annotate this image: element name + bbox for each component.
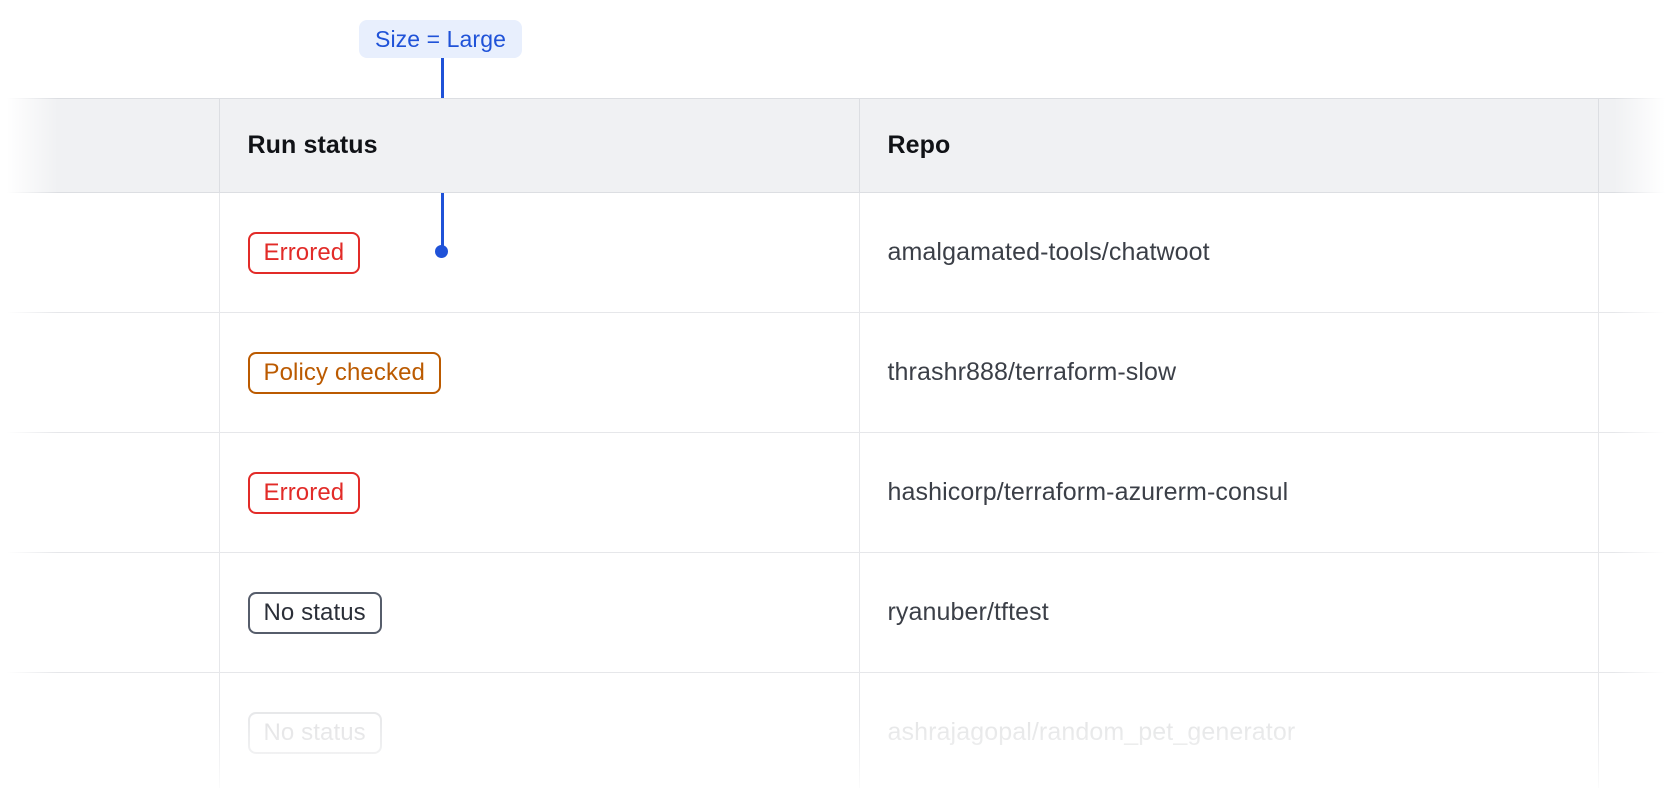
status-badge[interactable]: No status [247,711,382,754]
size-annotation-text: Size = Large [375,25,506,52]
table-header-row: Run status Repo [0,98,1672,193]
cell-trailing [1597,312,1672,433]
status-badge[interactable]: Policy checked [247,351,441,394]
row-gutter-left [0,312,55,433]
table-body: Errored amalgamated-tools/chatwoot Polic… [0,192,1672,788]
column-header-run-status[interactable]: Run status [218,98,859,193]
runs-table: Run status Repo Errored amalgamated-tool… [0,98,1672,788]
column-header-repo[interactable]: Repo [858,98,1598,193]
column-header-leading[interactable] [55,98,219,193]
table-row[interactable]: Errored amalgamated-tools/chatwoot [0,192,1672,313]
size-annotation-label: Size = Large [359,20,522,58]
status-badge[interactable]: Errored [247,231,361,274]
cell-repo: hashicorp/terraform-azurerm-consul [858,432,1598,553]
cell-repo: ashrajagopal/random_pet_generator [858,672,1598,788]
status-badge[interactable]: Errored [247,471,361,514]
cell-run-status: Policy checked [218,312,859,433]
header-gutter-left [0,98,55,193]
cell-repo: thrashr888/terraform-slow [858,312,1598,433]
cell-leading [55,432,219,553]
cell-run-status: Errored [218,192,859,313]
cell-leading [55,192,219,313]
cell-run-status: Errored [218,432,859,553]
cell-leading [55,552,219,673]
table-header: Run status Repo [0,98,1672,193]
cell-repo: ryanuber/tftest [858,552,1598,673]
cell-run-status: No status [218,552,859,673]
cell-trailing [1597,672,1672,788]
table-row[interactable]: No status ashrajagopal/random_pet_genera… [0,672,1672,788]
row-gutter-left [0,552,55,673]
cell-trailing [1597,432,1672,553]
status-badge[interactable]: No status [247,591,382,634]
row-gutter-left [0,432,55,553]
cell-trailing [1597,552,1672,673]
table-row[interactable]: No status ryanuber/tftest [0,552,1672,673]
table-row[interactable]: Policy checked thrashr888/terraform-slow [0,312,1672,433]
cell-run-status: No status [218,672,859,788]
cell-leading [55,673,219,788]
runs-table-container: Run status Repo Errored amalgamated-tool… [0,98,1672,788]
row-gutter-left [0,673,55,788]
table-row[interactable]: Errored hashicorp/terraform-azurerm-cons… [0,432,1672,553]
cell-trailing [1597,192,1672,313]
row-gutter-left [0,192,55,313]
cell-leading [55,312,219,433]
cell-repo: amalgamated-tools/chatwoot [858,192,1598,313]
column-header-trailing[interactable] [1597,98,1672,193]
